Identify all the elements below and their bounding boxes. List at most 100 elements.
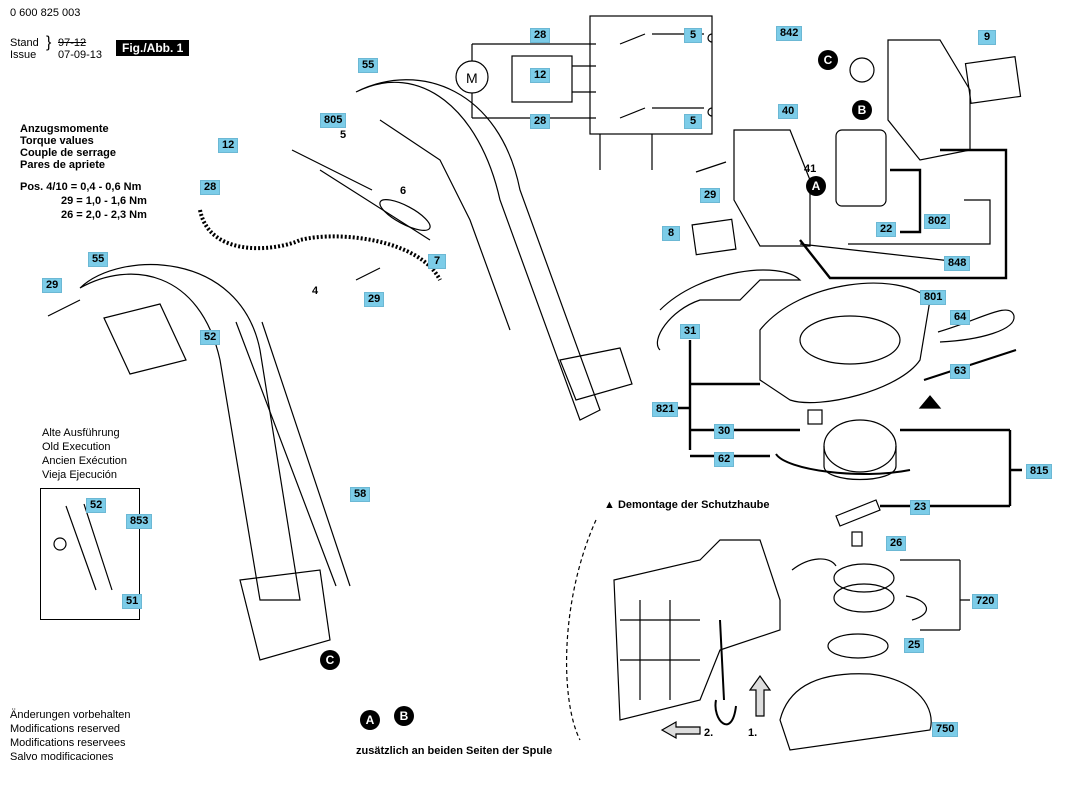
lower-handle-shell (79, 264, 301, 601)
screws (47, 161, 727, 317)
connector-marker-a-left: A (360, 710, 380, 730)
motor-22 (835, 129, 887, 207)
part-label-853: 853 (126, 514, 153, 529)
modifications-fr: Modifications reservees (10, 737, 126, 749)
cover-750 (779, 673, 932, 751)
torque-title-fr: Couple de serrage (20, 147, 116, 159)
part-label-7: 7 (428, 254, 446, 269)
torque-value-2: 29 = 1,0 - 1,6 Nm (61, 195, 147, 207)
part-label-848: 848 (944, 256, 971, 271)
connector-marker-c-left: C (320, 650, 340, 670)
screw-26 (851, 531, 863, 547)
schematic-label-12: 12 (530, 68, 551, 83)
part-label-30: 30 (714, 424, 735, 439)
torque-title-es: Pares de apriete (20, 159, 105, 171)
drawing-number: 0 600 825 003 (10, 7, 81, 19)
figure-label: Fig./Abb. 1 (116, 40, 190, 56)
schematic-label-5-top: 5 (684, 28, 702, 43)
part-label-815: 815 (1026, 464, 1053, 479)
old-version-es: Vieja Ejecución (42, 469, 118, 481)
handle-grip (559, 347, 633, 401)
spule-note: zusätzlich an beiden Seiten der Spule (356, 745, 553, 757)
switch-contacts (619, 33, 704, 119)
step-1-label: 1. (748, 727, 758, 739)
demontage-dashed-outline (565, 519, 597, 741)
part-label-750: 750 (932, 722, 959, 737)
guard-mount (239, 569, 331, 661)
wire-62 (775, 453, 911, 475)
bracket-848 (799, 243, 961, 263)
guard-31 (759, 282, 931, 404)
cap-25 (827, 633, 889, 659)
screwdriver (714, 619, 737, 726)
spool-720-lower (833, 583, 895, 613)
arrow-left-icon (660, 720, 701, 740)
tube-52 (235, 321, 351, 587)
part-label-29-left: 29 (42, 278, 63, 293)
demontage-housing-ribs (620, 600, 700, 700)
fan-815 (823, 419, 897, 473)
part-label-6: 6 (400, 185, 407, 197)
cable-28 (198, 209, 442, 281)
bracket-802 (848, 199, 991, 245)
torque-title-de: Anzugsmomente (20, 123, 109, 135)
part-label-12: 12 (218, 138, 239, 153)
bracket-720 (900, 559, 970, 631)
part-label-31: 31 (680, 324, 701, 339)
triangle-marker-icon (918, 395, 942, 409)
brace-icon: } (46, 34, 52, 51)
connector-marker-b-right: B (852, 100, 872, 120)
handle-inner-edge (379, 119, 511, 331)
part-label-29-mid: 29 (364, 292, 385, 307)
old-version-tube (65, 503, 113, 591)
old-version-en: Old Execution (42, 441, 111, 453)
part-label-26: 26 (886, 536, 907, 551)
part-label-41: 41 (804, 163, 817, 175)
part-label-23: 23 (910, 500, 931, 515)
part-label-25: 25 (904, 638, 925, 653)
switch-stem (599, 134, 653, 170)
cord-sleeve-6 (379, 199, 431, 231)
schematic-wires-module (572, 65, 596, 93)
bracket-22 (890, 168, 922, 234)
upper-handle-shell (355, 79, 601, 421)
modifications-en: Modifications reserved (10, 723, 121, 735)
spool-clips (791, 558, 927, 621)
switch-box (589, 15, 713, 135)
part-label-8: 8 (662, 226, 680, 241)
issue-label: Issue (10, 49, 37, 61)
demontage-note: ▲ Demontage der Schutzhaube (604, 499, 770, 511)
torque-value-1: Pos. 4/10 = 0,4 - 0,6 Nm (20, 181, 142, 193)
clip-64 (937, 309, 1015, 343)
schematic-label-28-bottom: 28 (530, 114, 551, 129)
stand-value: 97-12 (58, 37, 87, 49)
motor-housing-half (733, 129, 811, 247)
arrow-up-icon (748, 674, 772, 717)
part-label-821: 821 (652, 402, 679, 417)
issue-value: 07-09-13 (58, 49, 103, 61)
part-30 (807, 409, 823, 425)
bearing-842 (849, 57, 875, 83)
part-label-52-old: 52 (86, 498, 107, 513)
bracket-815 (880, 428, 1022, 508)
modifications-de: Änderungen vorbehalten (10, 709, 131, 721)
part-label-55-upper: 55 (358, 58, 379, 73)
guard-hub (799, 315, 901, 365)
switch-terminals (707, 33, 713, 117)
torque-title-en: Torque values (20, 135, 94, 147)
old-version-fr: Ancien Exécution (42, 455, 127, 467)
part-label-805: 805 (320, 113, 347, 128)
part-label-55-lower: 55 (88, 252, 109, 267)
part-label-5-plug: 5 (340, 129, 347, 141)
schematic-label-5-bottom: 5 (684, 114, 702, 129)
torque-value-3: 26 = 2,0 - 2,3 Nm (61, 209, 147, 221)
part-label-9: 9 (978, 30, 996, 45)
connector-marker-c-right: C (818, 50, 838, 70)
part-label-40: 40 (778, 104, 799, 119)
old-version-nut (53, 537, 67, 551)
motor-label: M (466, 70, 478, 86)
part-label-720: 720 (972, 594, 999, 609)
label-plate-8 (691, 218, 737, 256)
part-23 (835, 499, 881, 527)
